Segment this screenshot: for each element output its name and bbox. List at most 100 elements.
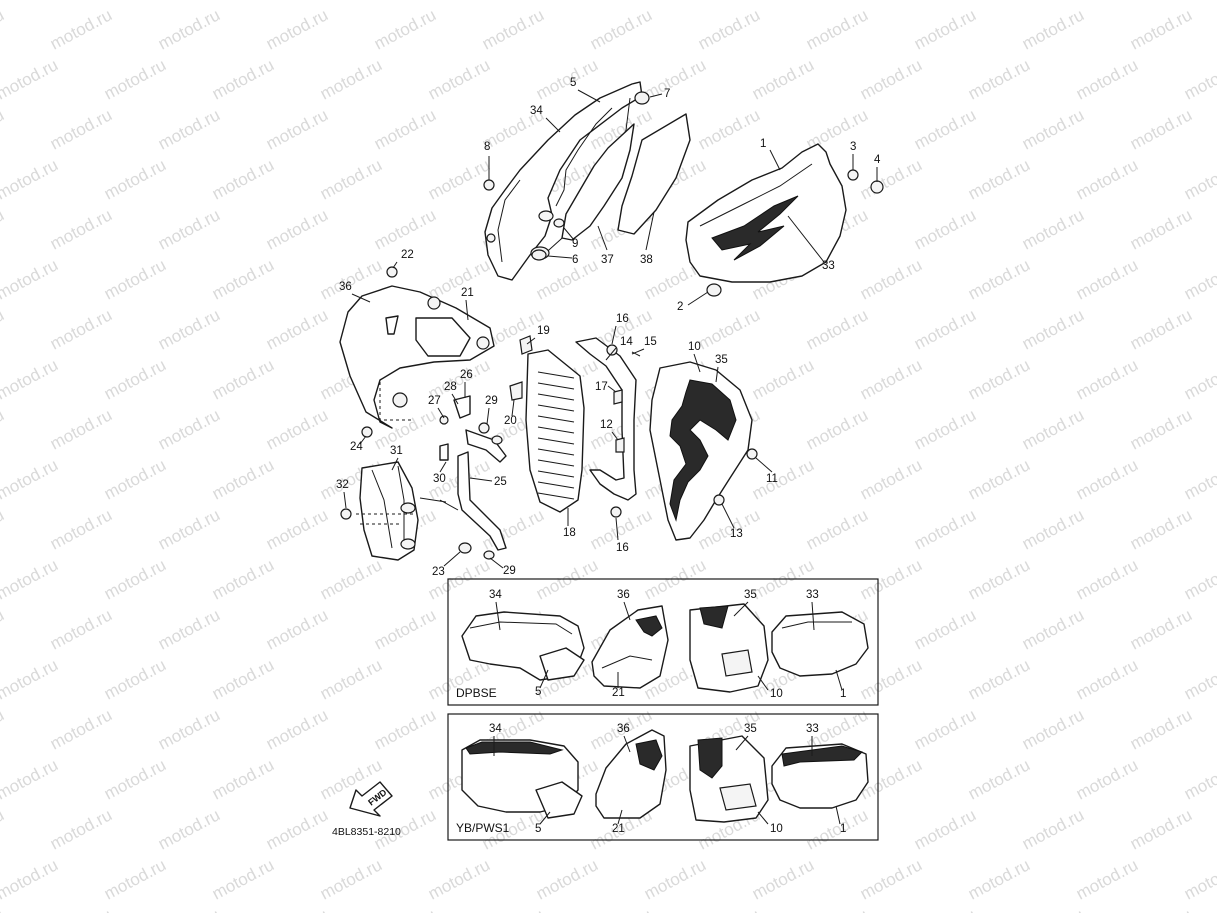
- variant-callout-label-1: 1: [840, 688, 846, 700]
- callout-label-9: 9: [572, 238, 578, 250]
- variant-callout-label-34: 34: [489, 723, 502, 735]
- variant-callout-leader-1: [835, 805, 841, 825]
- callout-label-1: 1: [760, 138, 766, 150]
- callout-label-32: 32: [336, 479, 349, 491]
- callout-label-29: 29: [503, 565, 516, 577]
- callout-label-38: 38: [640, 254, 653, 266]
- callout-label-33: 33: [822, 260, 835, 272]
- variant-callout-label-35: 35: [744, 723, 757, 735]
- bracket-25: [340, 395, 507, 560]
- ybpws1-parts: [461, 729, 869, 823]
- callout-label-20: 20: [504, 415, 517, 427]
- variant-box-ybpws1: [447, 713, 879, 841]
- callout-leader-6: [547, 255, 573, 259]
- grille-slat: [537, 448, 575, 456]
- grille-slat: [537, 393, 575, 401]
- grille-slat: [537, 459, 575, 467]
- callout-label-19: 19: [537, 325, 550, 337]
- callout-leader-37: [597, 225, 608, 251]
- variant-label-ybpws1: YB/PWS1: [456, 821, 510, 835]
- variant-callout-label-33: 33: [806, 723, 819, 735]
- shroud-left-upper: [339, 285, 495, 429]
- callout-leader-34: [545, 117, 561, 133]
- radiator-grille-18: [509, 335, 585, 513]
- callout-leader-35: [715, 366, 719, 383]
- callout-leader-16: [615, 517, 619, 541]
- grille-slat: [537, 470, 575, 478]
- callout-leader-12: [611, 431, 619, 441]
- variant-callout-leader-35: [733, 601, 749, 617]
- callout-label-22: 22: [401, 249, 414, 261]
- grille-slat: [537, 404, 575, 412]
- callout-label-21: 21: [461, 287, 474, 299]
- callout-label-15: 15: [644, 336, 657, 348]
- callout-leader-30: [439, 461, 447, 473]
- callout-leader-1: [769, 149, 781, 171]
- variant-callout-label-33: 33: [806, 589, 819, 601]
- callout-label-34: 34: [530, 105, 543, 117]
- variant-callout-leader-5: [539, 669, 549, 689]
- callout-leader-17: [607, 385, 617, 393]
- callout-label-31: 31: [390, 445, 403, 457]
- callout-label-13: 13: [730, 528, 743, 540]
- grille-slat: [537, 371, 575, 379]
- drawing-code: 4BL8351-8210: [332, 826, 401, 838]
- callout-leader-10: [693, 353, 701, 373]
- variant-callout-label-21: 21: [612, 823, 625, 835]
- callout-label-30: 30: [433, 473, 446, 485]
- callout-leader-13: [721, 503, 735, 529]
- callout-label-18: 18: [563, 527, 576, 539]
- decal-38: [617, 113, 691, 235]
- callout-leader-22: [392, 261, 398, 269]
- callout-leader-25: [469, 477, 493, 482]
- grille-slat: [537, 415, 575, 423]
- callout-label-35: 35: [715, 354, 728, 366]
- variant-callout-label-21: 21: [612, 687, 625, 699]
- callout-label-26: 26: [460, 369, 473, 381]
- callout-leader-2: [687, 291, 709, 306]
- callout-label-6: 6: [572, 254, 578, 266]
- callout-label-29: 29: [485, 395, 498, 407]
- callout-leader-33: [787, 215, 825, 263]
- variant-callout-label-10: 10: [770, 823, 783, 835]
- grille-slat: [537, 492, 575, 500]
- radiator-bracket-14: [575, 337, 641, 518]
- grille-slat: [537, 382, 575, 390]
- variant-label-dpbse: DPBSE: [456, 686, 497, 700]
- variant-callout-leader-5: [539, 811, 551, 825]
- callout-leader-16: [611, 325, 617, 345]
- variant-callout-label-34: 34: [489, 589, 502, 601]
- callout-leader-36: [351, 293, 371, 303]
- variant-callout-leader-36: [623, 601, 631, 621]
- dpbse-parts: [461, 603, 869, 693]
- callout-label-3: 3: [850, 141, 856, 153]
- variant-callout-label-5: 5: [535, 823, 541, 835]
- lower-left-cover: [356, 461, 419, 561]
- callout-leader-32: [343, 491, 347, 509]
- variant-callout-label-1: 1: [840, 823, 846, 835]
- callout-label-23: 23: [432, 566, 445, 578]
- variant-callout-leader-1: [835, 669, 843, 691]
- callout-label-11: 11: [766, 473, 778, 485]
- callout-leader-27: [437, 407, 445, 419]
- callout-label-14: 14: [620, 336, 633, 348]
- callout-leader-7: [649, 93, 663, 98]
- callout-label-37: 37: [601, 254, 614, 266]
- callout-leader-29: [489, 557, 504, 569]
- variant-callout-leader-21: [617, 809, 623, 825]
- variant-callout-leader-35: [735, 735, 749, 751]
- callout-leader-38: [645, 211, 655, 251]
- callout-leader-28: [451, 393, 459, 405]
- callout-leader-24: [359, 435, 367, 445]
- callout-leader-23: [443, 551, 461, 567]
- callout-label-25: 25: [494, 476, 507, 488]
- side-cover-right-upper: [685, 143, 847, 283]
- fasteners-upper: [386, 91, 884, 297]
- callout-label-5: 5: [570, 77, 576, 89]
- grille-slat: [537, 481, 575, 489]
- callout-label-2: 2: [677, 301, 683, 313]
- shroud-right-10: [649, 361, 758, 541]
- callout-leader-31: [391, 457, 399, 471]
- variant-callout-leader-34: [495, 601, 501, 631]
